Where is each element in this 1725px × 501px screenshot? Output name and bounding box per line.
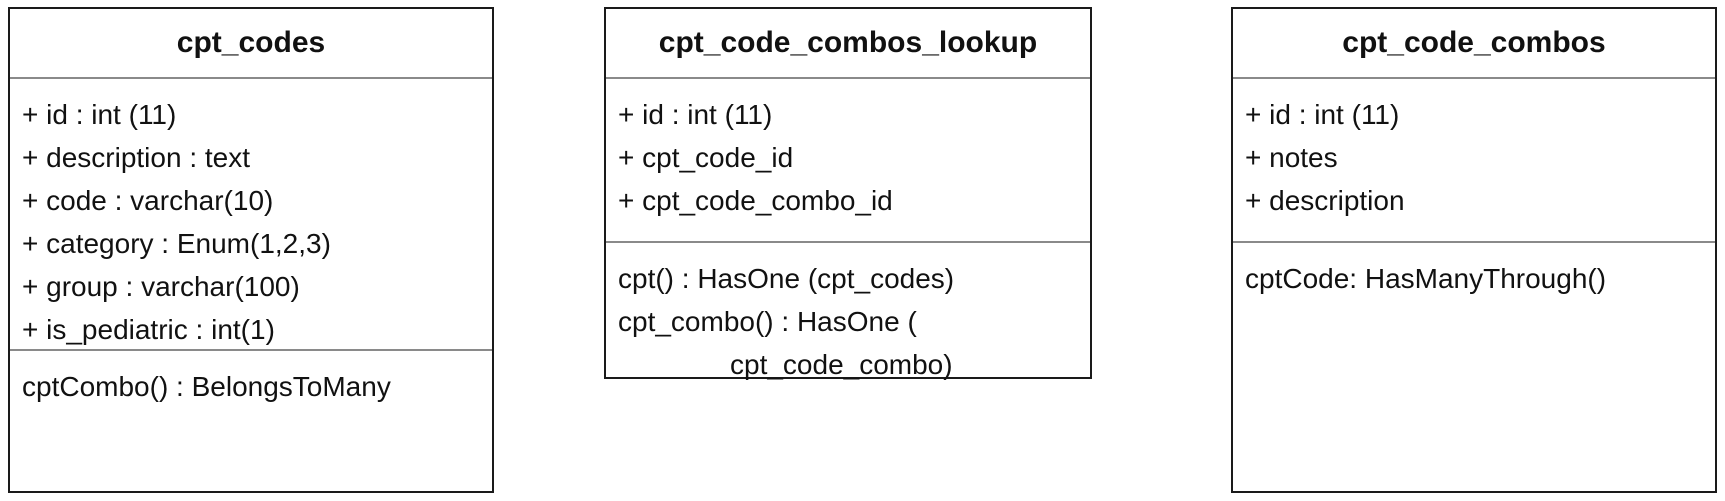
- attribute-group: + group : varchar(100): [22, 271, 300, 302]
- method-cpt: cpt() : HasOne (cpt_codes): [618, 263, 955, 294]
- attribute-category: + category : Enum(1,2,3): [22, 228, 331, 259]
- attributes-section: + id : int (11) + description : text + c…: [10, 79, 492, 351]
- class-box-cpt-code-combos: cpt_code_combos + id : int (11) + notes …: [1231, 7, 1717, 493]
- methods-section: cptCode: HasManyThrough(): [1233, 243, 1715, 300]
- class-box-cpt-code-combos-lookup: cpt_code_combos_lookup + id : int (11) +…: [604, 7, 1092, 380]
- class-name: cpt_code_combos: [1233, 9, 1715, 79]
- methods-section: cpt() : HasOne (cpt_codes) cpt_combo() :…: [606, 243, 1090, 386]
- attributes-section: + id : int (11) + cpt_code_id + cpt_code…: [606, 79, 1090, 243]
- attribute-cpt-code-id: + cpt_code_id: [618, 142, 794, 173]
- attribute-is-pediatric: + is_pediatric : int(1): [22, 314, 275, 345]
- methods-section: cptCombo() : BelongsToMany: [10, 351, 492, 408]
- attributes-section: + id : int (11) + notes + description: [1233, 79, 1715, 243]
- class-name: cpt_codes: [10, 9, 492, 79]
- method-cpt-combo: cptCombo() : BelongsToMany: [22, 371, 391, 402]
- attribute-id: + id : int (11): [1245, 99, 1400, 130]
- method-cpt-combo-continuation: cpt_code_combo): [730, 349, 953, 380]
- attribute-id: + id : int (11): [22, 99, 177, 130]
- class-name: cpt_code_combos_lookup: [606, 9, 1090, 79]
- attribute-notes: + notes: [1245, 142, 1338, 173]
- attribute-id: + id : int (11): [618, 99, 773, 130]
- method-cpt-code: cptCode: HasManyThrough(): [1245, 263, 1607, 294]
- attribute-cpt-code-combo-id: + cpt_code_combo_id: [618, 185, 893, 216]
- method-cpt-combo: cpt_combo() : HasOne (: [618, 306, 917, 337]
- class-box-cpt-codes: cpt_codes + id : int (11) + description …: [8, 7, 494, 493]
- attribute-code: + code : varchar(10): [22, 185, 274, 216]
- attribute-description: + description: [1245, 185, 1405, 216]
- attribute-description: + description : text: [22, 142, 251, 173]
